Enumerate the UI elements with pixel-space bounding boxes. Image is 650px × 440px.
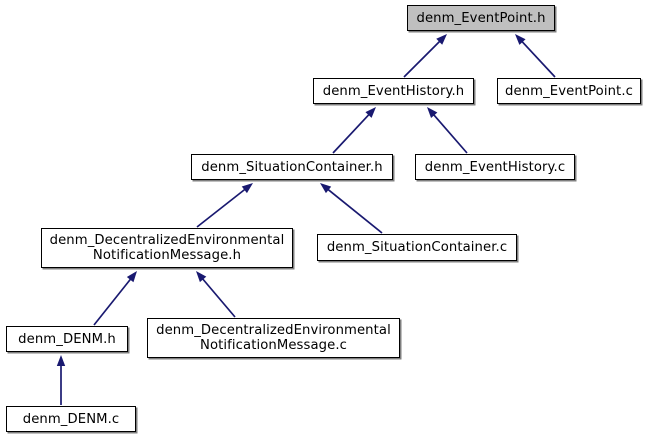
node-label: denm_SituationContainer.h (201, 159, 383, 175)
node-eventpoint_h[interactable]: denm_EventPoint.h (407, 5, 555, 31)
edge-eventhistory_c-to-eventhistory_h (427, 107, 468, 154)
node-label: denm_DecentralizedEnvironmental Notifica… (156, 323, 391, 353)
node-label: denm_SituationContainer.c (326, 240, 508, 255)
node-label: denm_DENM.h (18, 331, 116, 347)
node-situationcontainer_h[interactable]: denm_SituationContainer.h (191, 154, 393, 180)
arrowhead-icon (241, 183, 253, 194)
node-denm_c_long[interactable]: denm_DecentralizedEnvironmental Notifica… (147, 318, 400, 358)
node-denm_c[interactable]: denm_DENM.c (6, 406, 136, 432)
node-eventpoint_c[interactable]: denm_EventPoint.c (497, 78, 641, 104)
arrowhead-icon (196, 271, 207, 283)
arrowhead-icon (126, 271, 137, 283)
edge-situationcontainer_h-to-eventhistory_h (332, 107, 376, 154)
node-label: denm_EventHistory.h (322, 83, 465, 99)
node-eventhistory_h[interactable]: denm_EventHistory.h (313, 78, 474, 104)
edge-eventhistory_h-to-eventpoint_h (403, 34, 447, 78)
node-eventhistory_c[interactable]: denm_EventHistory.c (415, 154, 575, 180)
node-label: denm_EventPoint.h (416, 10, 546, 26)
edge-denm_h_long-to-situationcontainer_h (196, 183, 253, 228)
node-denm_h_long[interactable]: denm_DecentralizedEnvironmental Notifica… (41, 228, 293, 268)
node-label: denm_DecentralizedEnvironmental Notifica… (49, 233, 285, 263)
arrowhead-icon (320, 183, 332, 194)
node-label: denm_EventHistory.c (424, 159, 566, 175)
arrowhead-icon (365, 107, 376, 118)
edge-denm_c-to-denm_h (56, 355, 66, 405)
node-label: denm_EventPoint.c (505, 83, 633, 99)
edge-situationcontainer_c-to-situationcontainer_h (320, 183, 383, 234)
arrowhead-icon (56, 355, 66, 366)
edge-denm_c_long-to-denm_h_long (196, 271, 236, 318)
edge-denm_h-to-denm_h_long (93, 271, 137, 326)
arrowhead-icon (436, 34, 447, 45)
node-label: denm_DENM.c (22, 411, 120, 427)
node-denm_h[interactable]: denm_DENM.h (6, 326, 128, 352)
edge-eventpoint_c-to-eventpoint_h (515, 34, 556, 78)
arrowhead-icon (427, 107, 438, 119)
arrowhead-icon (515, 34, 526, 45)
node-situationcontainer_c[interactable]: denm_SituationContainer.c (317, 234, 517, 261)
